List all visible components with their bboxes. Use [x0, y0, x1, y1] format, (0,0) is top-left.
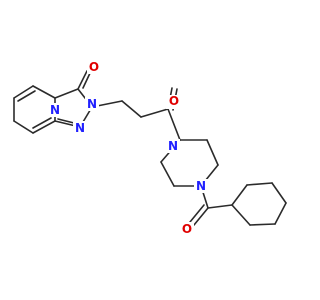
nitrogen-atom-ring: N	[73, 121, 87, 135]
atom-label: N	[196, 179, 206, 193]
nitrogen-atom-piperazine-1: N	[166, 139, 180, 153]
atom-label: N	[87, 97, 97, 111]
molecule-canvas: O N N N O N N O	[13, 60, 287, 236]
atom-label: O	[182, 222, 192, 236]
atom-label: O	[169, 94, 179, 108]
atom-label: N	[75, 121, 85, 135]
atom-label: O	[89, 60, 99, 74]
bonds	[13, 70, 287, 226]
nitrogen-atom-2: N	[85, 97, 99, 111]
nitrogen-atom-piperazine-4: N	[194, 179, 208, 193]
atom-label: N	[168, 139, 178, 153]
oxygen-atom-amide-1: O	[166, 94, 180, 109]
oxygen-atom-amide-2: O	[180, 222, 194, 236]
oxygen-atom-triazolone: O	[87, 60, 101, 74]
nitrogen-atom-bridgehead: N	[48, 103, 62, 117]
atom-label: N	[50, 103, 60, 117]
atom-labels: O N N N O N N O	[48, 60, 208, 236]
molecule-structure: O N N N O N N O	[13, 60, 287, 236]
